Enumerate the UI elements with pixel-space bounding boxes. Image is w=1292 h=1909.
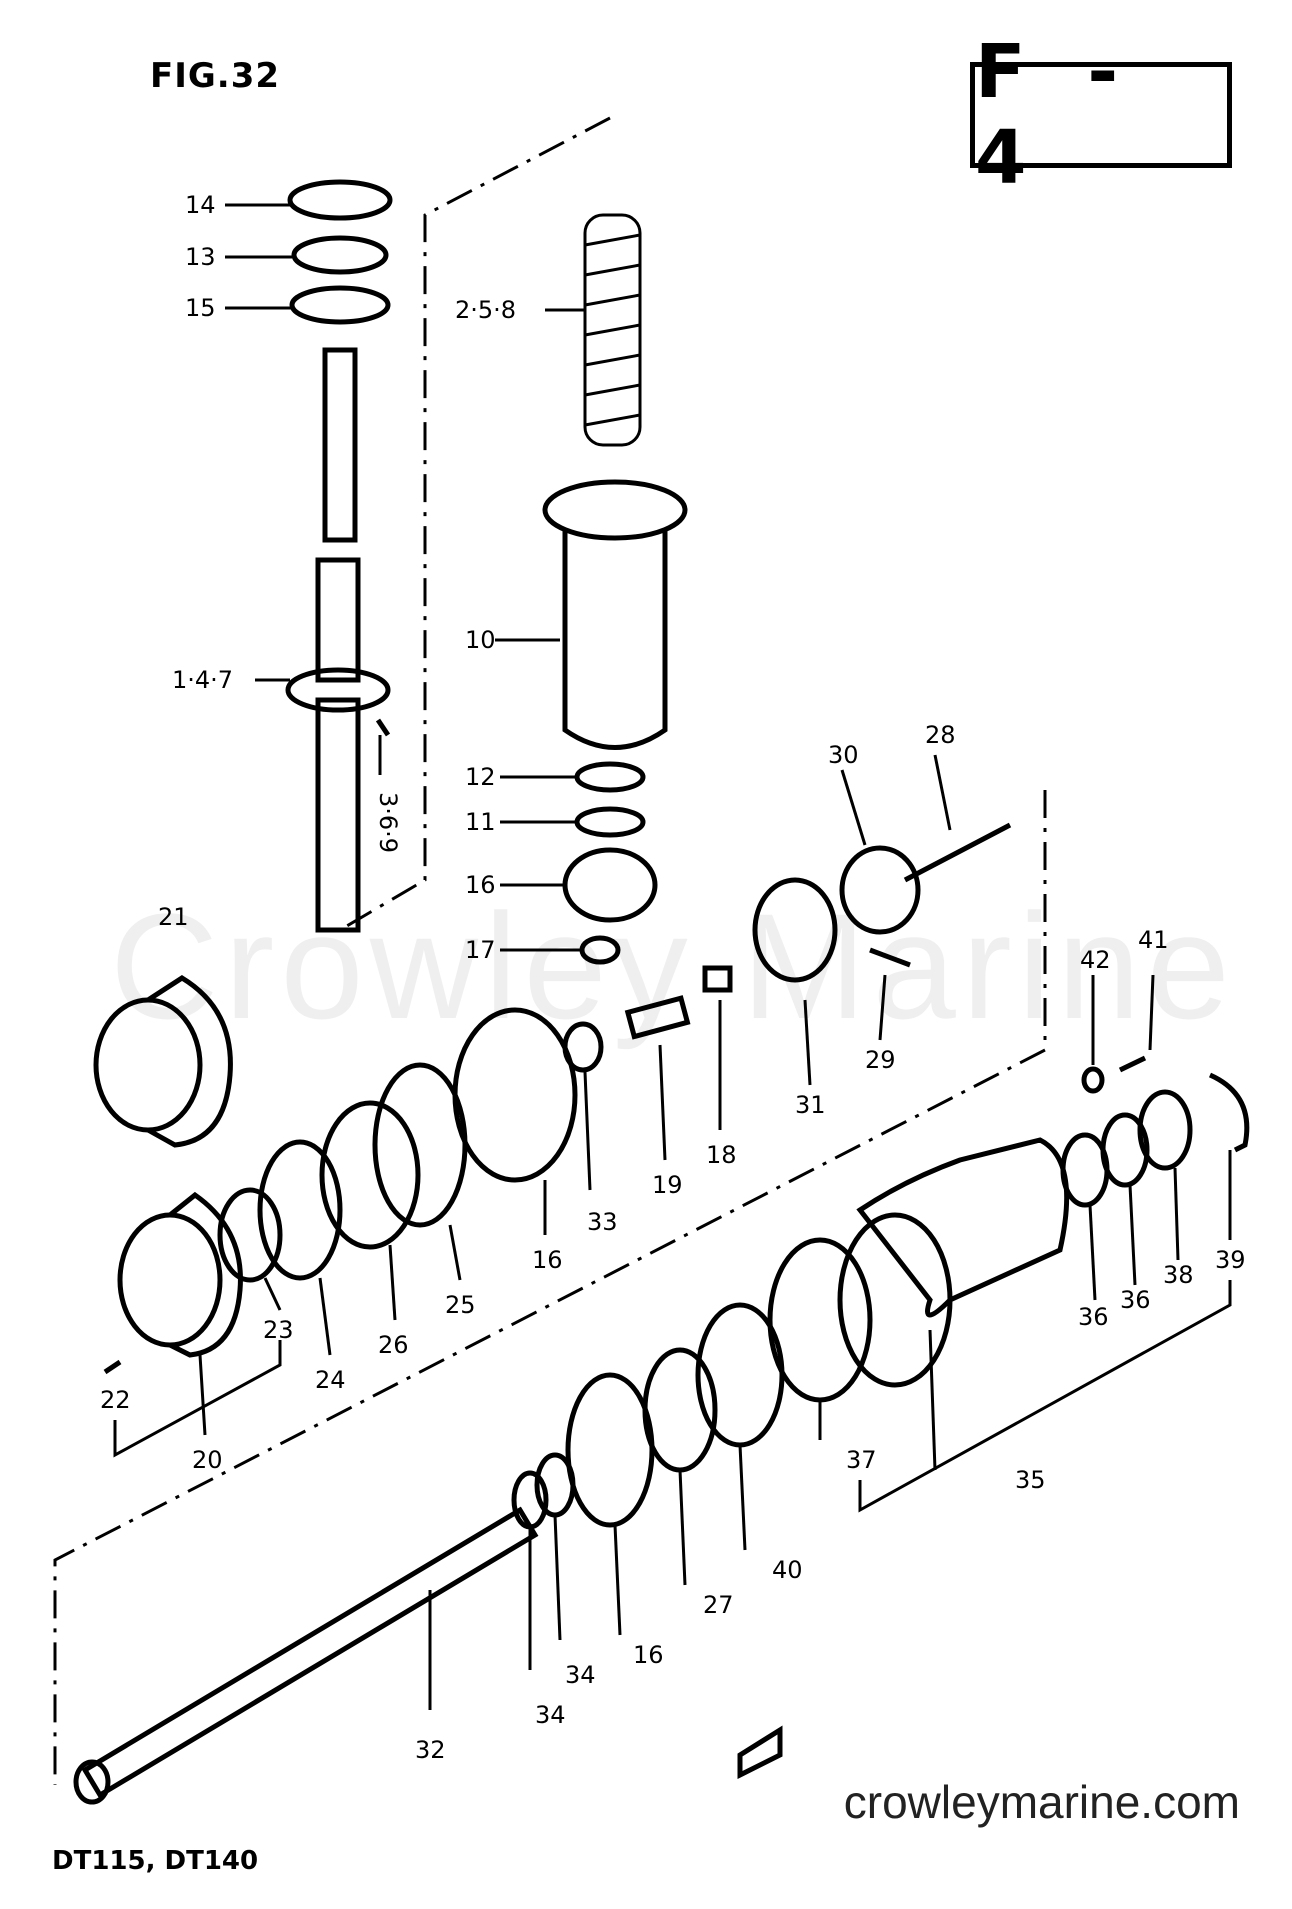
callout-16-forward: 16	[633, 1641, 664, 1669]
propeller-shaft-32-end	[73, 1759, 111, 1805]
callout-25: 25	[445, 1291, 476, 1319]
site-link[interactable]: crowleymarine.com	[843, 1776, 1240, 1828]
propeller-shaft-32	[81, 1506, 539, 1799]
nut-17	[579, 935, 621, 965]
callout-23: 23	[263, 1316, 294, 1344]
callout-20: 20	[192, 1446, 223, 1474]
push-pin-18	[702, 965, 733, 993]
bearing-housing-20-body	[168, 1191, 243, 1358]
washer-42	[1081, 1066, 1105, 1094]
callout-32: 32	[415, 1736, 446, 1764]
callout-30: 30	[828, 741, 859, 769]
bearing-housing-20-face	[117, 1212, 223, 1348]
spring-2-5-8	[583, 213, 642, 447]
callout-22: 22	[100, 1386, 131, 1414]
reverse-gear-16	[452, 1007, 578, 1183]
bearing-housing-21-body	[146, 975, 233, 1148]
callout-31: 31	[795, 1091, 826, 1119]
callout-27: 27	[703, 1591, 734, 1619]
bearing-36a	[1060, 1132, 1110, 1208]
callout-41: 41	[1138, 926, 1169, 954]
callout-3-6-9: 3·6·9	[374, 792, 402, 853]
forward-arrow-icon	[737, 1725, 783, 1780]
callout-11: 11	[465, 808, 496, 836]
callout-10: 10	[465, 626, 496, 654]
callout-21: 21	[158, 903, 189, 931]
group-outline-upper	[339, 116, 611, 932]
bolt-41	[1118, 1055, 1147, 1073]
figure-number: FIG.32	[150, 56, 281, 96]
bearing-15	[289, 285, 391, 325]
driveshaft-upper	[322, 347, 358, 543]
group-outline-lower	[53, 790, 1047, 1785]
bearing-housing-21-face	[93, 997, 203, 1133]
callout-14: 14	[185, 191, 216, 219]
shift-rod-28	[903, 822, 1012, 883]
callout-37: 37	[846, 1446, 877, 1474]
pin-3-6-9	[375, 718, 391, 737]
callout-39: 39	[1215, 1246, 1246, 1274]
callout-19: 19	[652, 1171, 683, 1199]
o-ring-37	[767, 1237, 873, 1403]
callout-15: 15	[185, 294, 216, 322]
prop-shaft-housing-35-flange	[837, 1212, 953, 1388]
callout-1-4-7: 1·4·7	[172, 666, 233, 694]
driveshaft-middle	[315, 557, 361, 683]
callout-38: 38	[1163, 1261, 1194, 1289]
driveshaft-collar	[285, 667, 391, 713]
shim-26	[319, 1100, 421, 1250]
bearing-23	[217, 1187, 283, 1283]
callout-12: 12	[465, 763, 496, 791]
callout-36b: 36	[1078, 1303, 1109, 1331]
callout-40: 40	[772, 1556, 803, 1584]
washer-14	[287, 179, 393, 221]
bearing-25	[372, 1062, 468, 1228]
pin-29	[869, 947, 911, 968]
driveshaft-lower	[315, 697, 361, 933]
seal-38	[1137, 1089, 1193, 1171]
sleeve-10-body	[562, 530, 668, 750]
sleeve-10-top	[542, 479, 688, 541]
callout-28: 28	[925, 721, 956, 749]
pin-22	[103, 1359, 122, 1375]
callout-42: 42	[1080, 946, 1111, 974]
callout-35: 35	[1015, 1466, 1046, 1494]
callout-24: 24	[315, 1366, 346, 1394]
callout-29: 29	[865, 1046, 896, 1074]
circlip-39	[1208, 1072, 1250, 1153]
callout-2-5-8: 2·5·8	[455, 296, 516, 324]
forward-gear-16	[565, 1372, 655, 1528]
callout-26: 26	[378, 1331, 409, 1359]
callout-16-reverse: 16	[532, 1246, 563, 1274]
callout-16-pinion: 16	[465, 871, 496, 899]
clutch-31	[752, 877, 838, 983]
shim-24	[257, 1139, 343, 1281]
callout-36a: 36	[1120, 1286, 1151, 1314]
callout-18: 18	[706, 1141, 737, 1169]
washer-13	[291, 235, 389, 275]
callout-33: 33	[587, 1208, 618, 1236]
callout-13: 13	[185, 243, 216, 271]
bearing-36b	[1100, 1112, 1150, 1188]
ring-11	[574, 806, 646, 838]
callout-34b: 34	[535, 1701, 566, 1729]
plunger-19	[624, 995, 691, 1040]
seal-30	[839, 845, 921, 935]
prop-shaft-housing-35	[856, 1137, 1070, 1318]
model-list: DT115, DT140	[52, 1846, 259, 1876]
callout-34a: 34	[565, 1661, 596, 1689]
pinion-gear-16	[562, 847, 658, 923]
callout-17: 17	[465, 936, 496, 964]
ring-12	[574, 761, 646, 793]
